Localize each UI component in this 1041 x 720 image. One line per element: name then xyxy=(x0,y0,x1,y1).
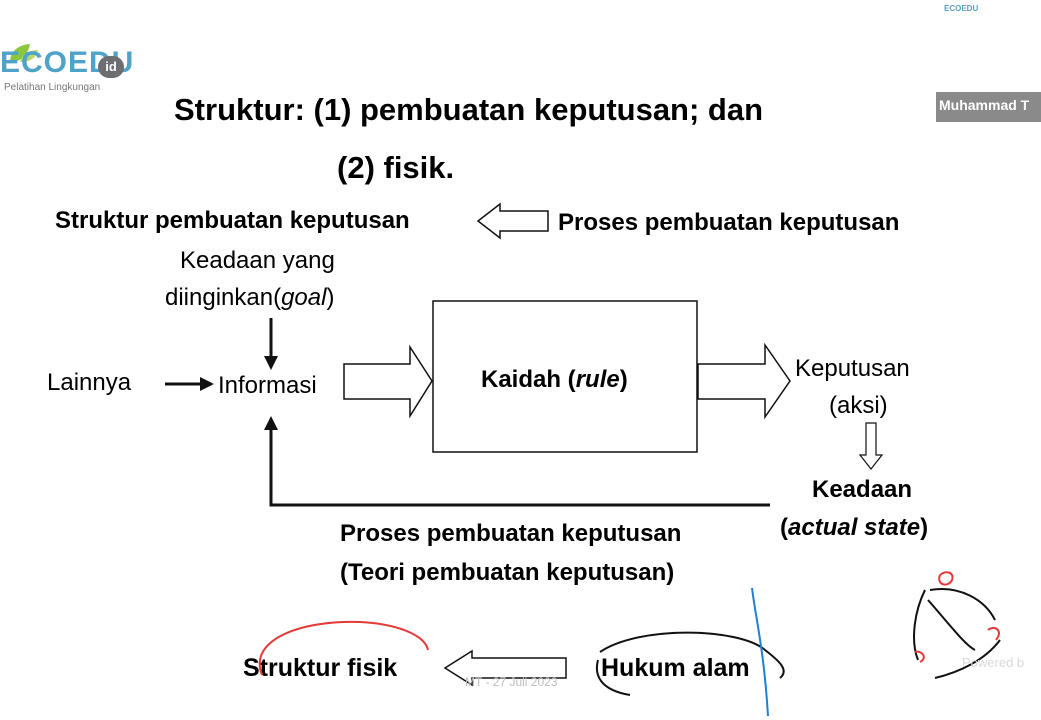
leaf-icon xyxy=(10,44,38,62)
logo-suffix: id xyxy=(98,56,124,78)
goal-arrowhead xyxy=(264,356,278,370)
other-arrowhead xyxy=(200,377,214,391)
blue-ink-line-annotation xyxy=(751,587,769,717)
decision-to-state-arrow xyxy=(858,422,884,470)
red-ink-circle-annotation xyxy=(258,620,429,676)
information-to-rule-arrow xyxy=(343,344,433,419)
feedback-loop-line xyxy=(269,428,770,507)
goal-line1: Keadaan yang xyxy=(180,247,335,274)
small-logo: ECOEDU xyxy=(944,4,979,13)
decision-structure-label: Struktur pembuatan keputusan xyxy=(55,207,410,234)
slide-footer-watermark: MT - 27 Juli 2023 xyxy=(465,675,558,689)
feedback-arrowhead xyxy=(264,416,278,430)
decision-line2: (aksi) xyxy=(829,392,888,419)
slide-title-line1: Struktur: (1) pembuatan keputusan; dan xyxy=(174,92,763,127)
goal-line2: diinginkan(goal) xyxy=(165,284,334,311)
logo-tagline: Pelatihan Lingkungan xyxy=(4,82,101,93)
rule-box xyxy=(432,300,698,453)
natural-law-label: Hukum alam xyxy=(601,654,750,682)
rule-label: Kaidah (rule) xyxy=(481,366,628,393)
participant-name: Muhammad T xyxy=(939,97,1030,113)
physical-structure-label: Struktur fisik xyxy=(243,654,397,682)
process-caption-line1: Proses pembuatan keputusan xyxy=(340,520,681,547)
state-line1: Keadaan xyxy=(812,476,912,503)
red-ink-marks-annotation xyxy=(914,571,1000,663)
left-hollow-arrow-top xyxy=(476,202,549,240)
black-ink-circle-annotation xyxy=(595,631,785,696)
information-label: Informasi xyxy=(218,372,317,399)
black-ink-cycle-annotation xyxy=(913,588,1001,679)
decision-line1: Keputusan xyxy=(795,355,910,382)
rule-to-decision-arrow xyxy=(697,342,791,420)
ecoedu-logo xyxy=(0,40,40,75)
decision-process-label: Proses pembuatan keputusan xyxy=(558,209,899,236)
other-label: Lainnya xyxy=(47,369,132,396)
slide-title-line2: (2) fisik. xyxy=(337,150,454,185)
state-line2: (actual state) xyxy=(780,514,928,541)
left-hollow-arrow-bottom xyxy=(443,649,567,687)
participant-video-tile[interactable]: Muhammad T xyxy=(936,92,1041,122)
powered-by-watermark: Powered b xyxy=(962,655,1025,670)
process-caption-line2: (Teori pembuatan keputusan) xyxy=(340,559,674,586)
